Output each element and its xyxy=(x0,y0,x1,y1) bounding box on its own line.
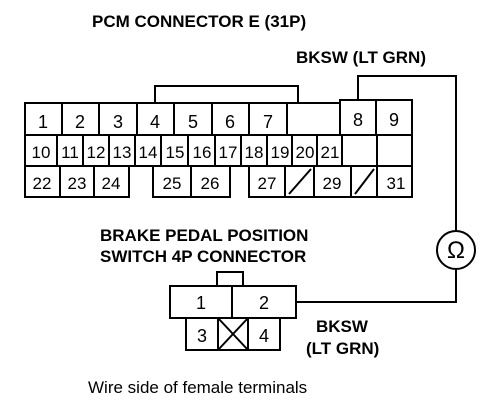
switch-wire-label-line2: (LT GRN) xyxy=(306,339,379,358)
pcm-pin-cell xyxy=(214,134,242,167)
switch-pin-4: 4 xyxy=(259,326,269,346)
pcm-pin-2: 2 xyxy=(75,112,85,132)
pcm-pin-cell xyxy=(211,102,250,136)
pcm-pin-1: 1 xyxy=(38,112,48,132)
pcm-pin-11: 11 xyxy=(61,143,79,162)
pcm-pin-4: 4 xyxy=(150,112,160,132)
pcm-pin-cell xyxy=(190,165,231,198)
pcm-pin-23: 23 xyxy=(68,174,87,193)
switch-wire-label-line1: BKSW xyxy=(316,317,369,336)
pcm-pin-cell xyxy=(376,165,413,198)
pcm-pin-cell xyxy=(24,165,61,198)
pcm-connector-key xyxy=(154,85,299,103)
pcm-pin-21: 21 xyxy=(321,143,340,162)
pcm-pin-cell xyxy=(376,134,413,167)
pcm-pin-24: 24 xyxy=(102,174,121,193)
pcm-pin-16: 16 xyxy=(193,143,212,162)
switch-pin-3: 3 xyxy=(197,326,207,346)
pcm-pin-25: 25 xyxy=(163,174,182,193)
pcm-pin-cell xyxy=(108,134,136,167)
pcm-pin-31: 31 xyxy=(387,174,406,193)
pcm-pin-cell xyxy=(313,165,352,198)
pcm-pin-cell xyxy=(341,134,378,167)
pcm-pin-29: 29 xyxy=(323,174,342,193)
pcm-row3 xyxy=(24,165,413,198)
switch-title-line2: SWITCH 4P CONNECTOR xyxy=(100,247,306,266)
pcm-pin-17: 17 xyxy=(219,143,238,162)
pcm-row1 xyxy=(24,99,413,136)
pcm-pin-cell xyxy=(59,165,95,198)
pcm-pin-cell xyxy=(134,134,162,167)
pcm-pin-22: 22 xyxy=(33,174,52,193)
switch-title-line1: BRAKE PEDAL POSITION xyxy=(100,226,308,245)
pcm-pin-13: 13 xyxy=(113,143,132,162)
pcm-pin-9: 9 xyxy=(389,110,399,130)
pcm-pin-cell xyxy=(93,165,130,198)
pcm-wire-label: BKSW (LT GRN) xyxy=(296,48,426,67)
pcm-pin-19: 19 xyxy=(271,143,290,162)
pcm-pin-3: 3 xyxy=(113,112,123,132)
pcm-pin-7: 7 xyxy=(263,112,273,132)
pcm-pin-cell xyxy=(24,102,63,136)
pcm-pin-20: 20 xyxy=(296,143,315,162)
pcm-pin-cell xyxy=(152,165,192,198)
pcm-pin-cell xyxy=(291,134,318,167)
switch-connector-key xyxy=(216,271,244,287)
pcm-pin-12: 12 xyxy=(87,143,106,162)
pcm-empty-slash xyxy=(288,168,312,195)
pcm-pin-27: 27 xyxy=(258,174,277,193)
pcm-pin-cell xyxy=(187,134,216,167)
pcm-pin-6: 6 xyxy=(225,112,235,132)
pcm-pin-10: 10 xyxy=(32,143,51,162)
pcm-pin-18: 18 xyxy=(245,143,264,162)
pcm-connector-title: PCM CONNECTOR E (31P) xyxy=(92,12,306,31)
ohm-symbol: Ω xyxy=(447,237,465,264)
footer-note: Wire side of female terminals xyxy=(88,378,307,397)
pcm-pin-cell xyxy=(240,134,268,167)
switch-pin-2: 2 xyxy=(259,293,269,313)
pcm-row2 xyxy=(24,134,413,167)
pcm-empty-slash xyxy=(354,168,375,195)
pcm-pin-cell xyxy=(82,134,110,167)
pcm-pin-cell xyxy=(98,102,138,136)
pcm-pin-8: 8 xyxy=(353,110,363,130)
pcm-pin-26: 26 xyxy=(201,174,220,193)
pcm-pin-5: 5 xyxy=(188,112,198,132)
switch-pin-1: 1 xyxy=(196,293,206,313)
pcm-pin-cell xyxy=(375,99,413,136)
pcm-pin-14: 14 xyxy=(139,143,158,162)
switch-empty-cross xyxy=(217,317,249,351)
pcm-pin-15: 15 xyxy=(166,143,185,162)
bksw-wire-pcm-side xyxy=(357,75,457,231)
bksw-wire-switch-side xyxy=(296,269,457,303)
pcm-blank-cell xyxy=(286,102,341,136)
pcm-pin-cell xyxy=(24,134,58,167)
